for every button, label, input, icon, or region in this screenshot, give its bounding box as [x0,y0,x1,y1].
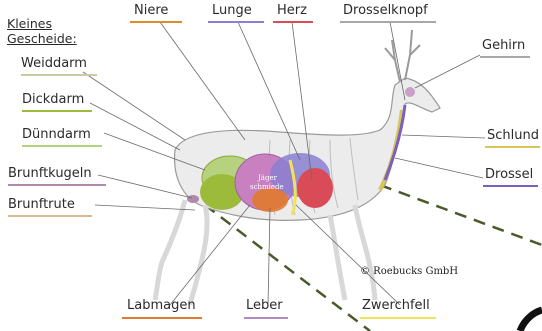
organ-inscription-line1: Jäger [257,174,278,182]
underline-gehirn [480,56,530,58]
underline-drosselknopf [340,21,436,23]
label-zwerchfell: Zwerchfell [362,298,430,313]
underline-zwerchfell [360,317,436,319]
underline-duenndarm [22,145,102,147]
label-drosselknopf: Drosselknopf [343,3,428,18]
label-duenndarm: Dünndarm [22,127,91,142]
label-labmagen: Labmagen [127,298,196,313]
section-heading: Kleines Gescheide: [7,16,77,46]
underline-herz [273,21,313,23]
underline-brunftrute [8,215,92,217]
label-dickdarm: Dickdarm [22,92,84,107]
label-brunftkugeln: Brunftkugeln [8,166,92,181]
label-leber: Leber [246,298,283,313]
underline-brunftkugeln [8,184,106,186]
heading-line-1: Kleines [7,16,77,31]
label-brunftrute: Brunftrute [8,197,75,212]
underline-dickdarm [22,110,92,112]
label-drossel: Drossel [485,167,533,182]
underline-schlund [485,146,540,148]
label-gehirn: Gehirn [482,38,525,53]
underline-drossel [483,185,538,187]
corner-arc [520,310,542,331]
underline-niere [130,21,182,23]
heading-line-2: Gescheide: [7,31,77,46]
label-lunge: Lunge [212,3,252,18]
organ-inscription-line2: schmiede [250,183,284,191]
underline-labmagen [122,317,202,319]
copyright-note: © Roebucks GmbH [360,266,458,277]
underline-leber [244,317,288,319]
underline-weiddarm [21,74,97,76]
label-niere: Niere [134,3,168,18]
label-herz: Herz [277,3,307,18]
label-weiddarm: Weiddarm [21,56,87,71]
label-schlund: Schlund [487,128,539,143]
underline-lunge [208,21,264,23]
